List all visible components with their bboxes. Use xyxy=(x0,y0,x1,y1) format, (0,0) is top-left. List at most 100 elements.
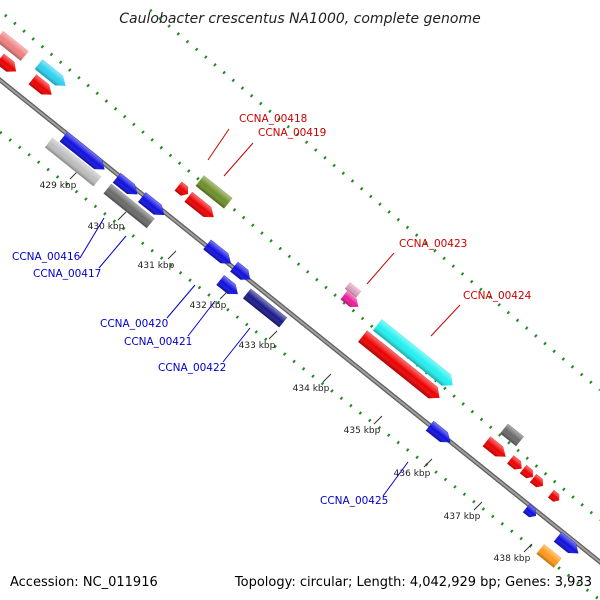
red-feature-3-shade xyxy=(174,181,188,196)
kbp-tick-label: 435 kbp xyxy=(344,426,381,436)
red-feature-4-shade xyxy=(184,192,214,218)
blue-feature-1[interactable] xyxy=(59,131,108,174)
gene-leader-line xyxy=(166,284,196,319)
lightpink-feature[interactable] xyxy=(344,282,362,298)
gene-label[interactable]: CCNA_00425 xyxy=(320,495,388,507)
gray-feature-2[interactable] xyxy=(500,423,524,447)
kbp-tick-label: 434 kbp xyxy=(293,384,330,394)
summary-label: Topology: circular; Length: 4,042,929 bp… xyxy=(234,575,592,590)
gene-label[interactable]: CCNA_00417 xyxy=(33,268,101,280)
cyan-feature[interactable] xyxy=(34,59,69,91)
kbp-tick-label: 438 kbp xyxy=(494,554,531,564)
gene-label[interactable]: CCNA_00422 xyxy=(158,362,226,374)
orange-feature[interactable] xyxy=(536,544,562,568)
magenta-feature[interactable] xyxy=(340,291,361,310)
red-feature-3[interactable] xyxy=(174,181,191,198)
gene-leader-line xyxy=(79,217,105,259)
cyan-feature-2[interactable] xyxy=(372,319,457,391)
red-feature-4[interactable] xyxy=(184,191,217,221)
kbp-tick-label: 436 kbp xyxy=(394,469,431,479)
blue-feature-6-shade xyxy=(216,275,238,294)
blue-feature-9[interactable] xyxy=(553,531,582,558)
blue-feature-7-shade xyxy=(426,421,451,443)
blue-feature-9-shade xyxy=(554,532,579,554)
gene-leader-line xyxy=(187,300,216,337)
kbp-tick-mark xyxy=(268,330,278,340)
orange-feature-shade xyxy=(536,544,562,568)
olive-feature-shade xyxy=(195,175,233,209)
kbp-tick-mark xyxy=(117,211,127,221)
gene-leader-line xyxy=(207,128,230,161)
gene-leader-line xyxy=(98,235,127,269)
red-feature-10[interactable] xyxy=(547,490,561,503)
gray-feature[interactable] xyxy=(103,183,155,229)
red-feature-9-shade xyxy=(530,474,543,488)
blue-feature-8-shade xyxy=(523,504,536,518)
red-feature-5[interactable] xyxy=(358,330,443,403)
blue-feature-3[interactable] xyxy=(137,192,167,220)
red-feature-7-shade xyxy=(507,455,522,470)
map-title: Caulobacter crescentus NA1000, complete … xyxy=(119,11,480,27)
gene-leader-line xyxy=(430,304,461,337)
magenta-feature-shade xyxy=(340,291,359,307)
blue-feature-7[interactable] xyxy=(425,420,454,447)
pink-feature[interactable] xyxy=(0,30,29,62)
red-feature-6[interactable] xyxy=(482,436,509,461)
pink-feature-shade xyxy=(0,31,29,61)
gene-leader-line xyxy=(366,252,395,285)
blue-feature-2-shade xyxy=(113,173,138,195)
cyan-feature-shade xyxy=(34,59,66,86)
kbp-tick-label: 430 kbp xyxy=(88,222,125,232)
olive-feature[interactable] xyxy=(195,175,233,209)
gene-leader-line xyxy=(222,327,251,363)
kbp-tick-label: 429 kbp xyxy=(40,181,77,191)
gene-label[interactable]: CCNA_00416 xyxy=(12,251,81,263)
accession-label: Accession: NC_011916 xyxy=(10,575,158,590)
red-feature-7[interactable] xyxy=(507,455,524,473)
blue-feature-3-shade xyxy=(138,192,164,215)
backbone-group xyxy=(0,77,600,565)
kbp-tick-mark xyxy=(473,501,483,511)
blue-feature-6[interactable] xyxy=(216,275,242,298)
gene-leader-line xyxy=(223,142,254,177)
kbp-tick-mark xyxy=(523,543,533,553)
red-feature-10-shade xyxy=(548,490,559,502)
gene-label[interactable]: CCNA_00421 xyxy=(124,336,192,348)
gene-label[interactable]: CCNA_00423 xyxy=(399,238,467,250)
kbp-tick-mark xyxy=(423,458,433,468)
red-feature-2[interactable] xyxy=(28,74,55,99)
kbp-tick-label: 433 kbp xyxy=(239,341,276,351)
kbp-tick-label: 431 kbp xyxy=(138,261,175,271)
gene-label[interactable]: CCNA_00418 xyxy=(239,113,307,125)
red-feature-5-shade xyxy=(358,330,440,399)
blue-feature-5-shade xyxy=(230,262,250,280)
kbp-tick-mark xyxy=(167,250,177,260)
gene-label[interactable]: CCNA_00419 xyxy=(258,127,326,139)
kbp-tick-mark xyxy=(373,415,383,425)
blue-feature-5[interactable] xyxy=(230,261,253,284)
gene-label[interactable]: CCNA_00424 xyxy=(463,290,532,302)
lightpink-feature-shade xyxy=(345,282,361,298)
backbone-highlight xyxy=(0,78,600,564)
blue-feature-4-shade xyxy=(203,239,231,264)
red-feature-8[interactable] xyxy=(519,464,536,480)
blue-feature-8[interactable] xyxy=(522,503,539,519)
gray-feature-shade xyxy=(103,184,155,228)
gray-feature-2-shade xyxy=(500,424,524,446)
blue-feature-4[interactable] xyxy=(203,239,235,268)
blue-feature-1-shade xyxy=(59,132,105,170)
red-feature-8-shade xyxy=(520,465,533,479)
red-feature-6-shade xyxy=(482,436,506,457)
blue-feature-2[interactable] xyxy=(112,172,141,199)
kbp-tick-mark xyxy=(322,373,332,383)
red-feature-1-shade xyxy=(0,54,16,72)
gene-label[interactable]: CCNA_00420 xyxy=(100,318,168,330)
red-feature-1[interactable] xyxy=(0,53,20,76)
cyan-feature-2-shade xyxy=(373,319,453,386)
navy-feature[interactable] xyxy=(242,288,288,328)
red-feature-9[interactable] xyxy=(529,473,546,489)
silver-feature[interactable] xyxy=(44,137,102,187)
